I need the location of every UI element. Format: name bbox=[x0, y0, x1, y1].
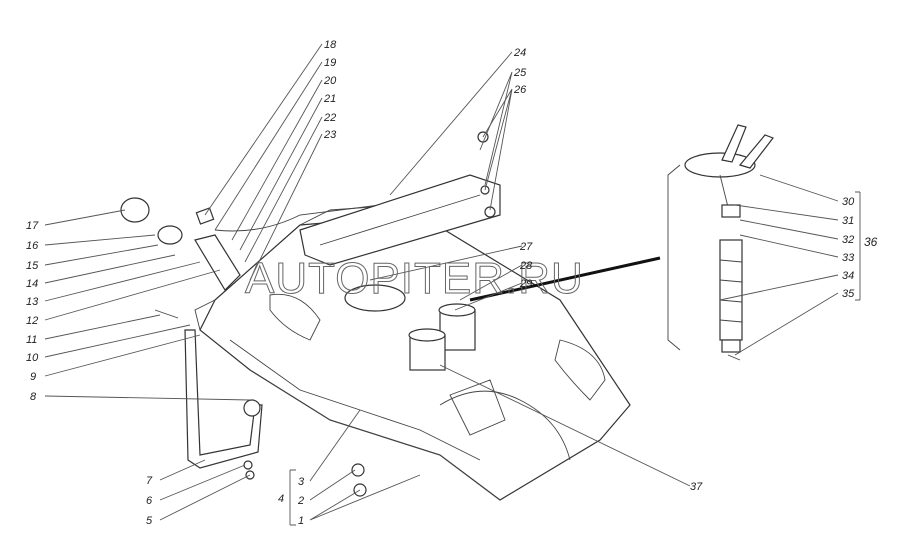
label-37: 37 bbox=[690, 481, 703, 493]
label-27: 27 bbox=[519, 241, 533, 253]
label-29: 29 bbox=[519, 278, 532, 290]
label-30: 30 bbox=[842, 196, 855, 208]
fuel-pickup-assembly bbox=[667, 124, 774, 361]
drain-plug bbox=[351, 463, 365, 477]
label-33: 33 bbox=[842, 252, 855, 264]
label-31: 31 bbox=[842, 215, 854, 227]
label-16: 16 bbox=[26, 240, 39, 252]
label-9: 9 bbox=[30, 371, 36, 383]
filler-neck-assembly bbox=[120, 197, 381, 291]
label-1: 1 bbox=[298, 515, 304, 527]
label-11: 11 bbox=[26, 334, 37, 346]
part-labels: 18 19 20 21 22 23 24 25 26 17 16 15 14 1… bbox=[26, 39, 878, 527]
label-10: 10 bbox=[26, 352, 39, 364]
label-7: 7 bbox=[146, 475, 153, 487]
label-8: 8 bbox=[30, 391, 37, 403]
label-15: 15 bbox=[26, 260, 39, 272]
label-13: 13 bbox=[26, 296, 39, 308]
label-35: 35 bbox=[842, 288, 855, 300]
label-4: 4 bbox=[278, 493, 284, 505]
label-32: 32 bbox=[842, 234, 854, 246]
label-34: 34 bbox=[842, 270, 854, 282]
callout-pointer-line bbox=[469, 256, 661, 302]
fuel-gauge-sender bbox=[344, 284, 476, 371]
label-26: 26 bbox=[513, 84, 527, 96]
label-3: 3 bbox=[298, 476, 305, 488]
mounting-bracket bbox=[299, 131, 501, 266]
label-36: 36 bbox=[864, 235, 878, 249]
label-25: 25 bbox=[513, 67, 527, 79]
watermark: AUTOPITER.RU bbox=[245, 254, 584, 303]
label-19: 19 bbox=[324, 57, 336, 69]
label-20: 20 bbox=[323, 75, 337, 87]
leader-lines bbox=[44, 43, 861, 526]
label-12: 12 bbox=[26, 315, 38, 327]
label-5: 5 bbox=[146, 515, 153, 527]
label-14: 14 bbox=[26, 278, 38, 290]
label-6: 6 bbox=[146, 495, 153, 507]
label-18: 18 bbox=[324, 39, 337, 51]
label-2: 2 bbox=[297, 495, 304, 507]
label-17: 17 bbox=[26, 220, 39, 232]
tank-strap bbox=[154, 309, 263, 480]
label-23: 23 bbox=[323, 129, 337, 141]
label-21: 21 bbox=[323, 93, 336, 105]
label-28: 28 bbox=[519, 260, 533, 272]
label-22: 22 bbox=[323, 112, 336, 124]
label-24: 24 bbox=[513, 47, 526, 59]
